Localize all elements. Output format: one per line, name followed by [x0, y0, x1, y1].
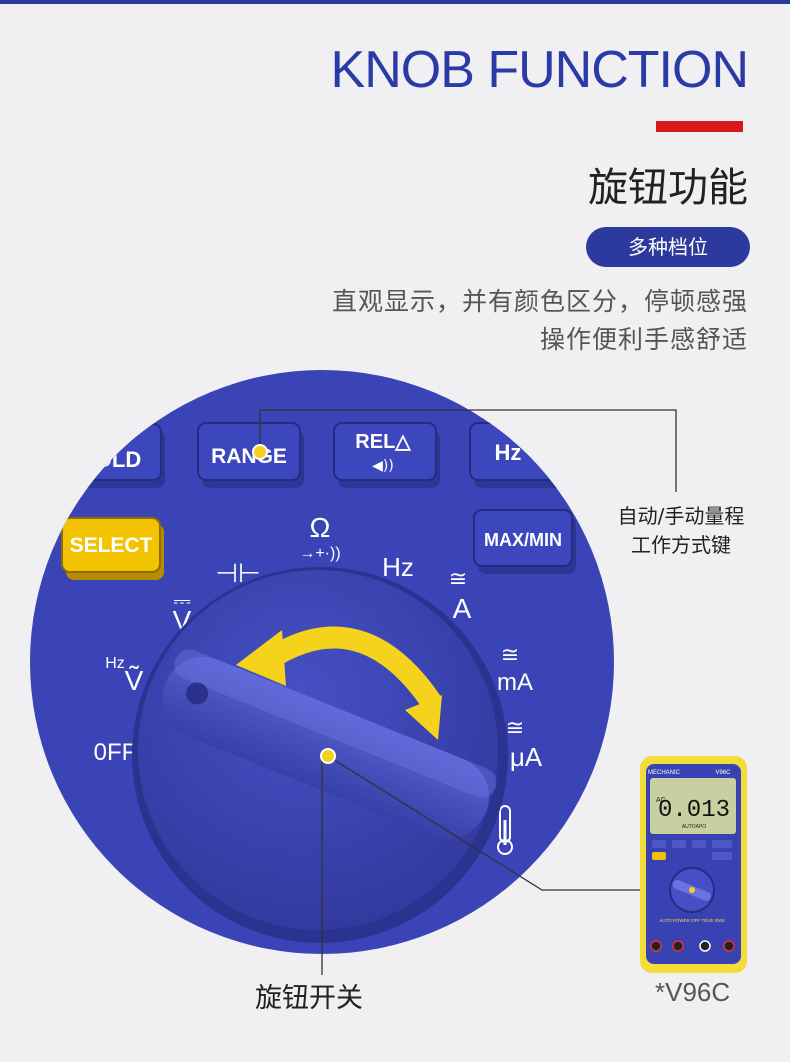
meter-reading: 0.013	[658, 797, 730, 824]
meter-brand: MECHANIC	[648, 770, 681, 776]
device-face: OLD RANGE REL△ ◀)) Hz SELECT MAX/M	[30, 370, 614, 954]
feature-pill: 多种档位	[586, 227, 750, 267]
thermometer-icon	[497, 805, 513, 855]
description: 直观显示，并有颜色区分，停顿感强 操作便利手感舒适	[228, 283, 748, 359]
hz-dial-label: Hz	[382, 552, 414, 582]
range-callout-line-2: 工作方式键	[631, 533, 731, 557]
ohm-label: Ω	[310, 512, 331, 543]
page-title: KNOB FUNCTION	[330, 41, 749, 99]
ac-dc-symbol: ≅	[501, 642, 519, 667]
section-subtitle: 旋钮功能	[588, 165, 748, 211]
rotation-arrow-icon	[236, 626, 442, 740]
multimeter-thumbnail: MECHANIC V96C AC 0.013 AUTOAPO AUTO POWE…	[640, 756, 747, 973]
description-line-2: 操作便利手感舒适	[539, 325, 748, 354]
diode-continuity-icon: →+·))	[299, 545, 340, 562]
maxmin-button[interactable]: MAX/MIN	[473, 509, 576, 574]
description-line-1: 直观显示，并有颜色区分，停顿感强	[331, 287, 748, 316]
rel-button-label: REL△	[355, 431, 411, 453]
hold-button-label: OLD	[95, 447, 141, 472]
range-button[interactable]: RANGE	[197, 422, 304, 488]
off-label: 0FF	[94, 739, 137, 766]
range-callout-line-1: 自动/手动量程	[617, 504, 745, 528]
speaker-icon: ◀))	[372, 458, 394, 474]
meter-model-tag: V96C	[715, 770, 731, 776]
meter-footer: AUTO POWER OFF TRUE RMS	[659, 918, 725, 923]
meter-mode: AC	[656, 797, 666, 804]
range-callout-label: 自动/手动量程 工作方式键	[606, 502, 756, 560]
maxmin-button-label: MAX/MIN	[484, 530, 562, 550]
amp-label: A	[453, 593, 472, 624]
hold-button[interactable]: OLD	[55, 423, 165, 488]
dc-symbol: ⎓	[173, 588, 191, 613]
ac-dc-symbol: ≅	[449, 566, 467, 591]
dial-handle[interactable]	[150, 645, 501, 850]
milliamp-label: mA	[497, 669, 533, 696]
range-button-label: RANGE	[211, 445, 287, 468]
accent-bar	[656, 121, 743, 132]
model-caption: *V96C	[655, 977, 731, 1007]
select-button[interactable]: SELECT	[61, 517, 164, 580]
hz-button-label: Hz	[495, 440, 522, 465]
meter-auto: AUTOAPO	[682, 824, 706, 830]
top-strip	[0, 0, 790, 4]
hz-small-label: Hz	[105, 655, 125, 672]
hz-button[interactable]: Hz	[469, 422, 584, 488]
ac-volt-label: Ṽ	[125, 665, 144, 696]
knob-callout-label: 旋钮开关	[255, 983, 363, 1014]
ac-dc-symbol: ≅	[506, 715, 524, 740]
knob-callout-dot	[320, 748, 336, 764]
range-callout-dot	[252, 444, 268, 460]
rel-button[interactable]: REL△ ◀))	[333, 422, 440, 488]
microamp-label: μA	[510, 742, 543, 772]
dial-labels: ⊣⊢ Ω →+·)) Hz ≅ A ⎓ V Hz Ṽ 0FF ≅ mA ≅ μA	[94, 512, 543, 772]
select-button-label: SELECT	[70, 534, 153, 557]
